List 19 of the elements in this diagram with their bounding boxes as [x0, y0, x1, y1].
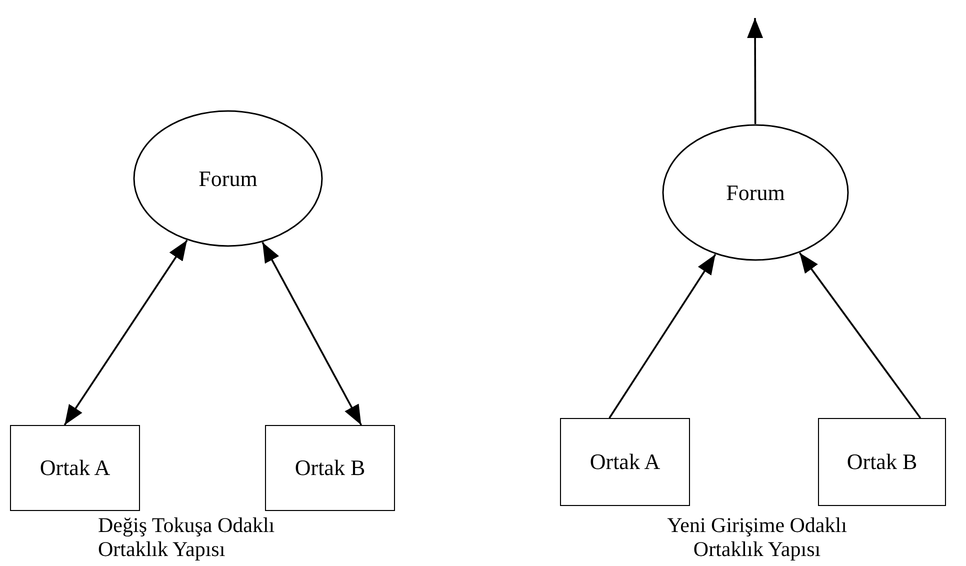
ellipse-node [662, 124, 849, 261]
node-label: Forum [726, 180, 785, 206]
node-label: Ortak A [590, 449, 660, 475]
node-label: Ortak A [40, 455, 110, 481]
arrow [798, 252, 922, 419]
caption: Değiş Tokuşa Odaklı Ortaklık Yapısı [98, 513, 276, 561]
arrow [64, 240, 188, 426]
process-box [560, 418, 690, 506]
process-box [265, 425, 395, 511]
arrow [747, 18, 764, 124]
node-label: Forum [198, 166, 258, 192]
arrow [608, 254, 716, 418]
caption: Yeni Girişime Odaklı Ortaklık Yapısı [666, 513, 848, 561]
node-label: Ortak B [846, 449, 918, 475]
ellipse-node [133, 110, 323, 247]
process-box [10, 425, 140, 511]
arrow [262, 242, 362, 426]
process-box [818, 418, 946, 506]
node-label: Ortak B [294, 455, 366, 481]
